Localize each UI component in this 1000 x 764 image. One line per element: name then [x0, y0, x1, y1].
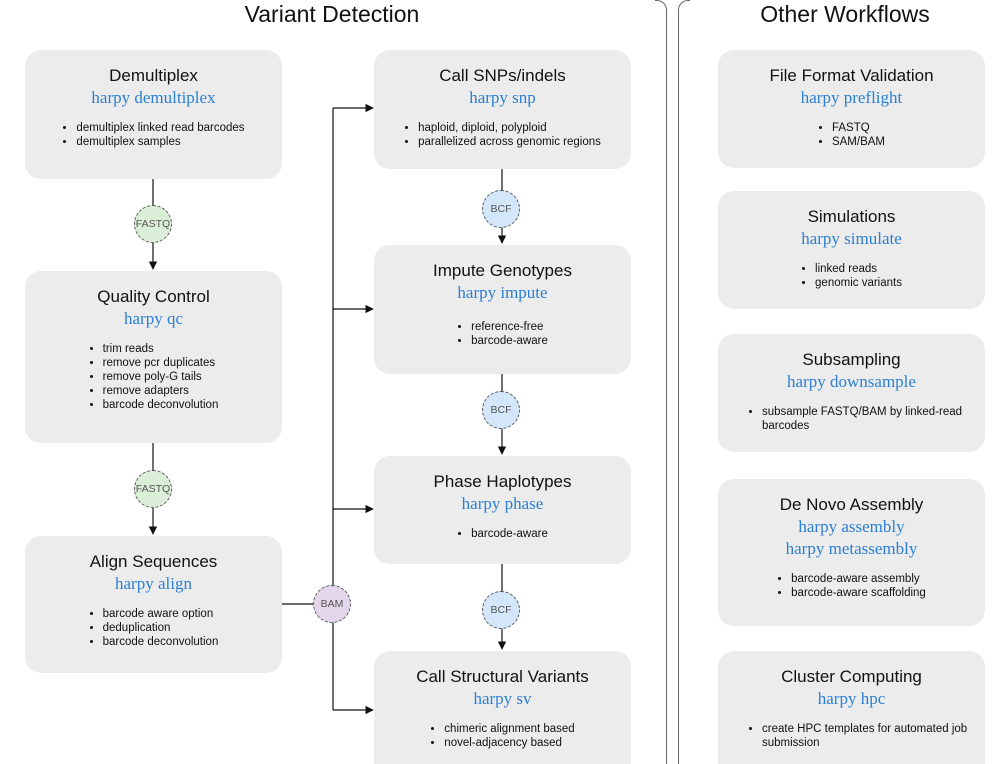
card-subsampling: Subsampling harpy downsample subsample F… [718, 334, 985, 452]
list-item: deduplication [103, 621, 219, 635]
other-workflows-title: Other Workflows [760, 1, 930, 27]
list-item: FASTQ [832, 121, 885, 135]
card-simulations: Simulations harpy simulate linked reads … [718, 191, 985, 309]
card-title: File Format Validation [769, 66, 934, 85]
bullet-list: FASTQ SAM/BAM [818, 121, 885, 149]
bcf-node-2: BCF [482, 391, 520, 429]
bullet-list: barcode-aware [457, 527, 548, 541]
list-item: barcode deconvolution [103, 635, 219, 649]
list-item: remove pcr duplicates [103, 356, 219, 370]
card-phase-haplotypes: Phase Haplotypes harpy phase barcode-awa… [374, 456, 631, 564]
card-command: harpy demultiplex [91, 88, 216, 107]
fastq-node-2: FASTQ [134, 470, 172, 508]
list-item: trim reads [103, 342, 219, 356]
card-command: harpy align [115, 574, 192, 593]
card-call-snps: Call SNPs/indels harpy snp haploid, dipl… [374, 50, 631, 169]
card-title: Subsampling [802, 350, 901, 369]
card-command: harpy qc [123, 309, 183, 328]
list-item: genomic variants [815, 276, 902, 290]
card-quality-control: Quality Control harpy qc trim reads remo… [25, 271, 282, 443]
bullet-list: demultiplex linked read barcodes demulti… [62, 121, 244, 149]
list-item: create HPC templates for automated job s… [762, 722, 969, 750]
list-item: barcode-aware scaffolding [791, 586, 926, 600]
bullet-list: chimeric alignment based novel-adjacency… [430, 722, 574, 750]
card-title: Call Structural Variants [416, 667, 589, 686]
list-item: barcode-aware assembly [791, 572, 926, 586]
card-title: De Novo Assembly [779, 495, 924, 514]
card-command: harpy sv [473, 689, 532, 708]
section-divider-left [655, 0, 667, 764]
list-item: SAM/BAM [832, 135, 885, 149]
card-command-secondary: harpy metassembly [785, 539, 918, 558]
bullet-list: barcode-aware assembly barcode-aware sca… [777, 572, 926, 600]
list-item: linked reads [815, 262, 902, 276]
bullet-list: subsample FASTQ/BAM by linked-read barco… [748, 405, 969, 433]
card-title: Phase Haplotypes [433, 472, 572, 491]
card-title: Impute Genotypes [433, 261, 572, 280]
card-title: Demultiplex [109, 66, 198, 85]
card-align-sequences: Align Sequences harpy align barcode awar… [25, 536, 282, 673]
card-command: harpy impute [457, 283, 548, 302]
list-item: haploid, diploid, polyploid [418, 121, 601, 135]
bullet-list: haploid, diploid, polyploid parallelized… [404, 121, 601, 149]
card-title: Call SNPs/indels [439, 66, 566, 85]
bullet-list: barcode aware option deduplication barco… [89, 607, 219, 649]
bullet-list: linked reads genomic variants [801, 262, 902, 290]
list-item: remove poly-G tails [103, 370, 219, 384]
list-item: chimeric alignment based [444, 722, 574, 736]
card-command: harpy hpc [817, 689, 886, 708]
list-item: remove adapters [103, 384, 219, 398]
card-title: Quality Control [97, 287, 210, 306]
card-cluster-computing: Cluster Computing harpy hpc create HPC t… [718, 651, 985, 764]
list-item: novel-adjacency based [444, 736, 574, 750]
card-call-structural-variants: Call Structural Variants harpy sv chimer… [374, 651, 631, 764]
list-item: subsample FASTQ/BAM by linked-read barco… [762, 405, 969, 433]
list-item: parallelized across genomic regions [418, 135, 601, 149]
bullet-list: create HPC templates for automated job s… [748, 722, 969, 750]
bullet-list: trim reads remove pcr duplicates remove … [89, 342, 219, 412]
card-title: Align Sequences [89, 552, 218, 571]
variant-detection-title: Variant Detection [244, 1, 420, 27]
card-demultiplex: Demultiplex harpy demultiplex demultiple… [25, 50, 282, 179]
section-divider-right [678, 0, 690, 764]
list-item: demultiplex samples [76, 135, 244, 149]
list-item: barcode aware option [103, 607, 219, 621]
card-de-novo-assembly: De Novo Assembly harpy assembly harpy me… [718, 479, 985, 626]
list-item: demultiplex linked read barcodes [76, 121, 244, 135]
card-file-format-validation: File Format Validation harpy preflight F… [718, 50, 985, 168]
card-impute-genotypes: Impute Genotypes harpy impute reference-… [374, 245, 631, 374]
card-command: harpy snp [469, 88, 536, 107]
card-command: harpy preflight [800, 88, 903, 107]
list-item: barcode-aware [471, 527, 548, 541]
fastq-node-1: FASTQ [134, 205, 172, 243]
card-command: harpy assembly [798, 517, 905, 536]
card-title: Cluster Computing [781, 667, 922, 686]
bam-node: BAM [313, 585, 351, 623]
list-item: barcode deconvolution [103, 398, 219, 412]
card-command: harpy simulate [801, 229, 902, 248]
bcf-node-3: BCF [482, 591, 520, 629]
bullet-list: reference-free barcode-aware [457, 320, 548, 348]
card-title: Simulations [807, 207, 896, 226]
bcf-node-1: BCF [482, 190, 520, 228]
list-item: reference-free [471, 320, 548, 334]
list-item: barcode-aware [471, 334, 548, 348]
card-command: harpy phase [461, 494, 544, 513]
card-command: harpy downsample [787, 372, 916, 391]
